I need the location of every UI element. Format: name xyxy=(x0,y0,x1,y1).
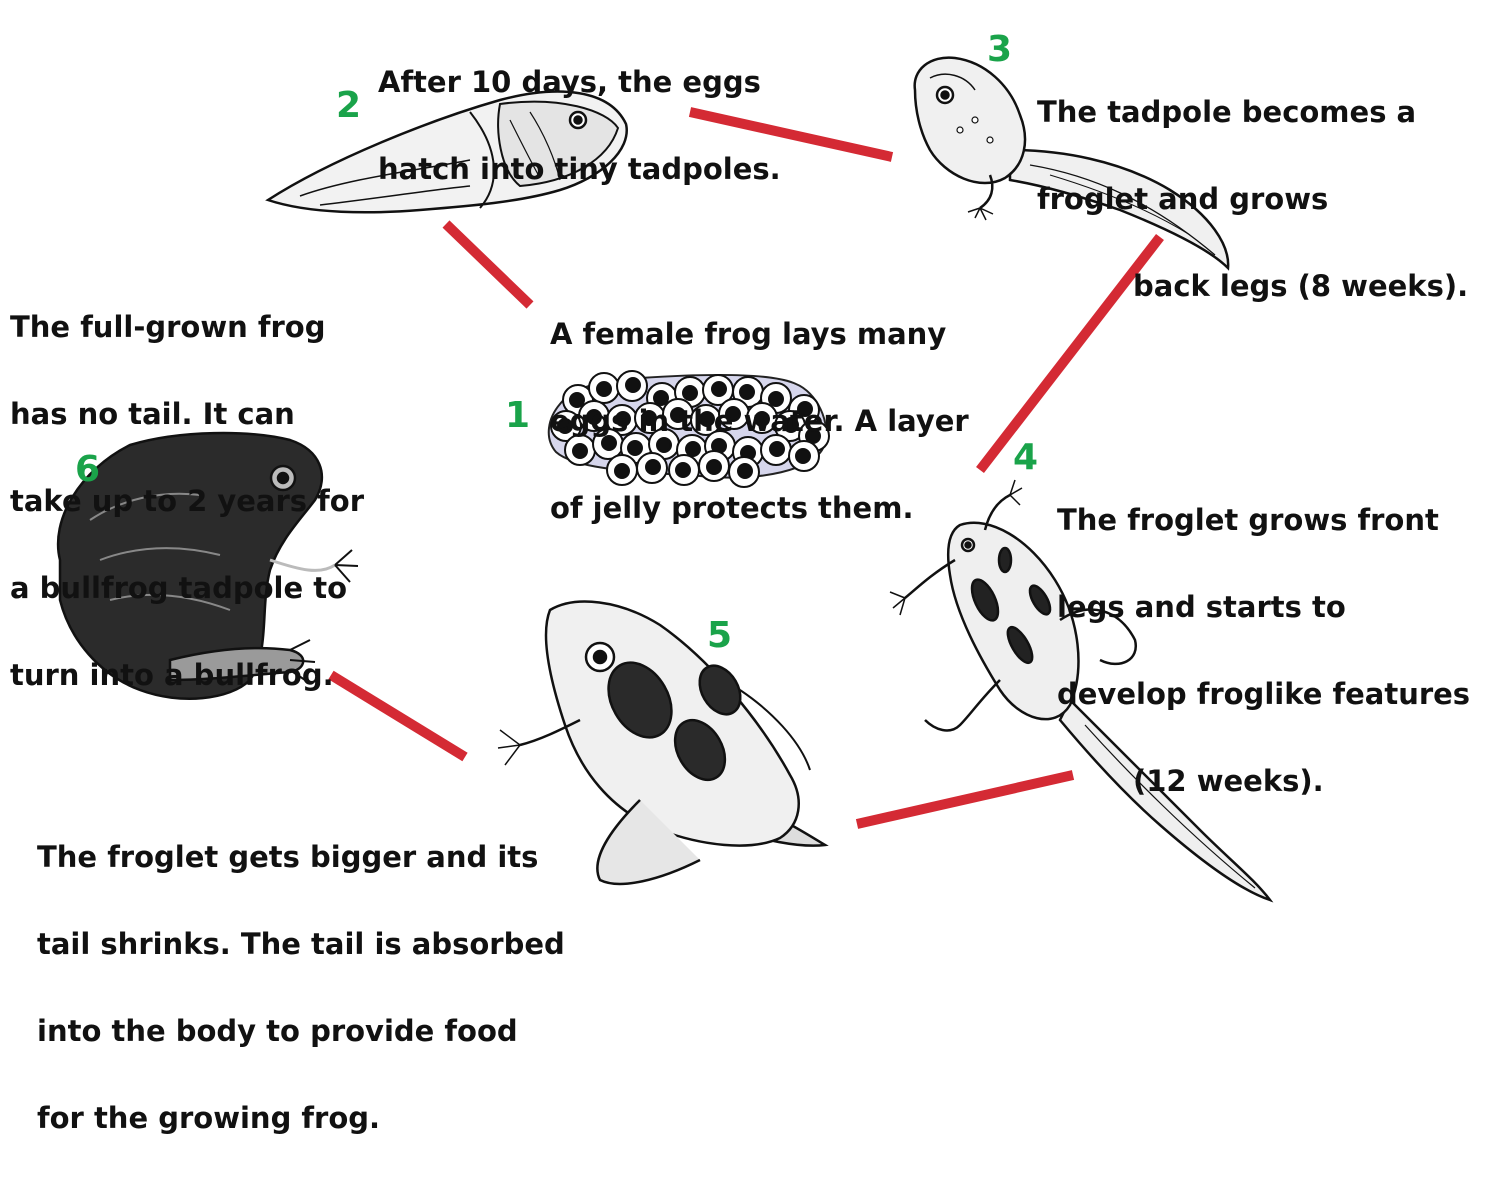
caption-line: The froglet grows front xyxy=(1057,506,1470,535)
caption-line: of jelly protects them. xyxy=(550,494,969,523)
caption-line: froglet and grows xyxy=(1037,185,1468,214)
caption-line: eggs in the water. A layer xyxy=(550,407,969,436)
step-number-2: 2 xyxy=(336,88,361,124)
step-number-1: 1 xyxy=(505,398,530,434)
caption-line: take up to 2 years for xyxy=(10,487,364,516)
caption-line: The full-grown frog xyxy=(10,313,364,342)
frog-life-cycle-diagram: 1 2 3 4 5 6 A female frog lays many eggs… xyxy=(0,0,1497,917)
step-2-caption: After 10 days, the eggs hatch into tiny … xyxy=(378,10,781,242)
caption-line: The froglet gets bigger and its xyxy=(37,843,565,872)
caption-line: develop froglike features xyxy=(1057,680,1470,709)
step-5-caption: The froglet gets bigger and its tail shr… xyxy=(37,785,565,1191)
caption-line: The tadpole becomes a xyxy=(1037,98,1468,127)
caption-line: turn into a bullfrog. xyxy=(10,661,364,690)
caption-line: back legs (8 weeks). xyxy=(1037,272,1468,301)
step-4-caption: The froglet grows front legs and starts … xyxy=(1057,448,1470,854)
caption-line: After 10 days, the eggs xyxy=(378,68,781,97)
step-number-3: 3 xyxy=(987,32,1012,68)
caption-line: hatch into tiny tadpoles. xyxy=(378,155,781,184)
step-number-4: 4 xyxy=(1013,440,1038,476)
caption-line: legs and starts to xyxy=(1057,593,1470,622)
caption-line: (12 weeks). xyxy=(1057,767,1470,796)
caption-line: has no tail. It can xyxy=(10,400,364,429)
step-1-caption: A female frog lays many eggs in the wate… xyxy=(550,262,969,581)
caption-line: tail shrinks. The tail is absorbed xyxy=(37,930,565,959)
connector-4-5 xyxy=(857,775,1073,824)
caption-line: a bullfrog tadpole to xyxy=(10,574,364,603)
step-6-caption: The full-grown frog has no tail. It can … xyxy=(10,255,364,748)
caption-line: for the growing frog. xyxy=(37,1104,565,1133)
step-3-caption: The tadpole becomes a froglet and grows … xyxy=(1037,40,1468,359)
caption-line: into the body to provide food xyxy=(37,1017,565,1046)
step-number-5: 5 xyxy=(707,618,732,654)
caption-line: A female frog lays many xyxy=(550,320,969,349)
